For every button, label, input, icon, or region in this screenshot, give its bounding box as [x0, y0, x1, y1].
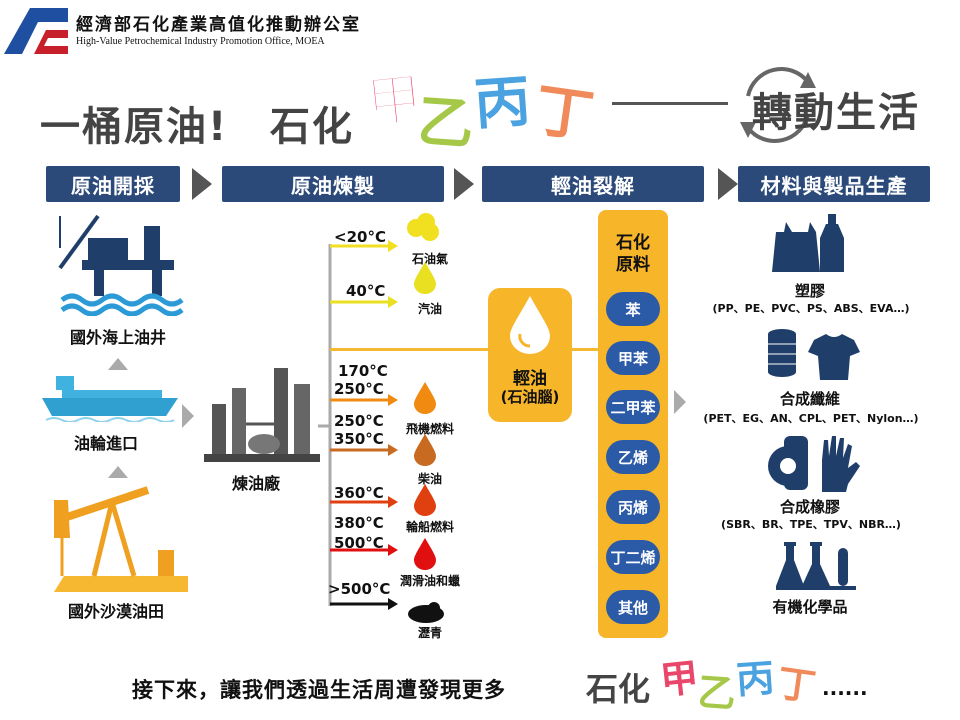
material-examples: (PET、EG、AN、CPL、PET、Nylon…)	[703, 412, 919, 425]
tanker-ship-icon	[42, 376, 178, 422]
lubricant-drop-icon	[414, 538, 436, 570]
product-label: 石油氣	[411, 252, 448, 266]
title-ding: 丁	[530, 75, 598, 151]
footer-bing: 丙	[734, 655, 776, 703]
naphtha-label: 輕油	[513, 369, 547, 389]
temp-label: 350°C	[334, 430, 384, 448]
chem-item: 丙烯	[606, 490, 660, 524]
chevron-right-icon	[192, 168, 212, 200]
stage-material-production: 材料與製品生產	[738, 166, 930, 202]
temp-label: 360°C	[334, 484, 384, 502]
chem-item: 苯	[606, 292, 660, 326]
label-tanker-import: 油輪進口	[74, 434, 139, 453]
asphalt-blob-icon	[408, 602, 444, 623]
chem-item: 丁二烯	[606, 540, 660, 574]
naphtha-to-chem-line	[570, 348, 600, 351]
tire-glove-icon	[768, 436, 860, 492]
chem-item: 二甲苯	[606, 390, 660, 424]
material-name: 合成纖維	[779, 390, 840, 408]
refinery-icon	[204, 368, 320, 462]
product-label: 瀝青	[417, 626, 442, 640]
footer-yi: 乙	[696, 669, 738, 717]
temp-label: 380°C	[334, 514, 384, 532]
lab-flask-icon	[776, 542, 856, 590]
title-right: 轉動生活	[752, 90, 920, 136]
temp-label: 500°C	[334, 534, 384, 552]
label-offshore-well: 國外海上油井	[70, 328, 167, 347]
bunker-fuel-drop-icon	[414, 484, 436, 516]
material-name: 合成橡膠	[779, 498, 840, 516]
temp-label: 250°C	[334, 380, 384, 398]
material-examples: (SBR、BR、TPE、TPV、NBR…)	[721, 518, 901, 531]
chevron-right-icon	[454, 168, 474, 200]
offshore-rig-icon	[58, 214, 184, 316]
title-bing: 丙	[472, 69, 533, 138]
title-left: 一桶原油!	[40, 104, 229, 150]
arrow-up-icon	[108, 466, 128, 478]
diesel-drop-icon	[414, 434, 436, 466]
arrow-right-icon	[674, 390, 686, 414]
pumpjack-icon	[54, 486, 188, 592]
footer-ding: 丁	[774, 660, 819, 710]
footer-jia: 甲	[658, 655, 701, 703]
distillation-branches	[318, 240, 398, 610]
stage-refining: 原油煉製	[222, 166, 444, 202]
title-yi: 乙	[415, 89, 476, 158]
naphtha-drop-icon	[510, 296, 550, 354]
title-connector-line	[612, 102, 728, 105]
arrow-up-icon	[108, 358, 128, 370]
org-name-cn: 經濟部石化產業高值化推動辦公室	[76, 15, 361, 35]
temp-label: >500°C	[328, 580, 391, 598]
temp-label: <20°C	[334, 228, 386, 246]
org-name-en: High-Value Petrochemical Industry Promot…	[76, 36, 325, 47]
product-label: 輪船燃料	[405, 520, 454, 534]
chem-item: 其他	[606, 590, 660, 624]
fiber-spool-shirt-icon	[768, 329, 860, 380]
gas-cloud-icon	[407, 213, 439, 241]
chevron-right-icon	[718, 168, 738, 200]
label-refinery: 煉油廠	[232, 474, 281, 493]
moea-logo-icon	[4, 8, 68, 54]
stage-crude-extraction: 原油開採	[46, 166, 180, 202]
jet-fuel-drop-icon	[414, 382, 436, 414]
plastic-bag-bottle-icon	[772, 214, 844, 272]
product-label: 柴油	[417, 472, 442, 486]
material-examples: (PP、PE、PVC、PS、ABS、EVA…)	[712, 302, 910, 315]
product-label: 潤滑油和蠟	[399, 574, 460, 588]
temp-label: 40°C	[346, 282, 386, 300]
footer-brand: 石化	[586, 670, 651, 708]
arrow-right-icon	[182, 404, 194, 428]
footer-text: 接下來，讓我們透過生活周遭發現更多	[132, 678, 506, 702]
product-label: 飛機燃料	[405, 422, 454, 436]
material-name: 塑膠	[794, 282, 825, 300]
gasoline-drop-icon	[414, 262, 436, 294]
chem-title: 原料	[616, 255, 650, 275]
stage-naphtha-cracking: 輕油裂解	[482, 166, 704, 202]
chem-title: 石化	[616, 233, 650, 253]
footer-ellipsis: ......	[822, 676, 868, 700]
rotate-arrows-icon	[740, 67, 816, 143]
title-mid: 石化	[270, 104, 354, 150]
temp-label: 170°C	[338, 362, 388, 380]
chem-item: 乙烯	[606, 440, 660, 474]
chem-item: 甲苯	[606, 341, 660, 375]
naphtha-sub-label: (石油腦)	[500, 388, 560, 406]
temp-label: 250°C	[334, 412, 384, 430]
material-name: 有機化學品	[772, 598, 848, 616]
product-label: 汽油	[417, 302, 442, 316]
naphtha-flow-line	[330, 348, 490, 351]
label-desert-field: 國外沙漠油田	[68, 602, 165, 621]
